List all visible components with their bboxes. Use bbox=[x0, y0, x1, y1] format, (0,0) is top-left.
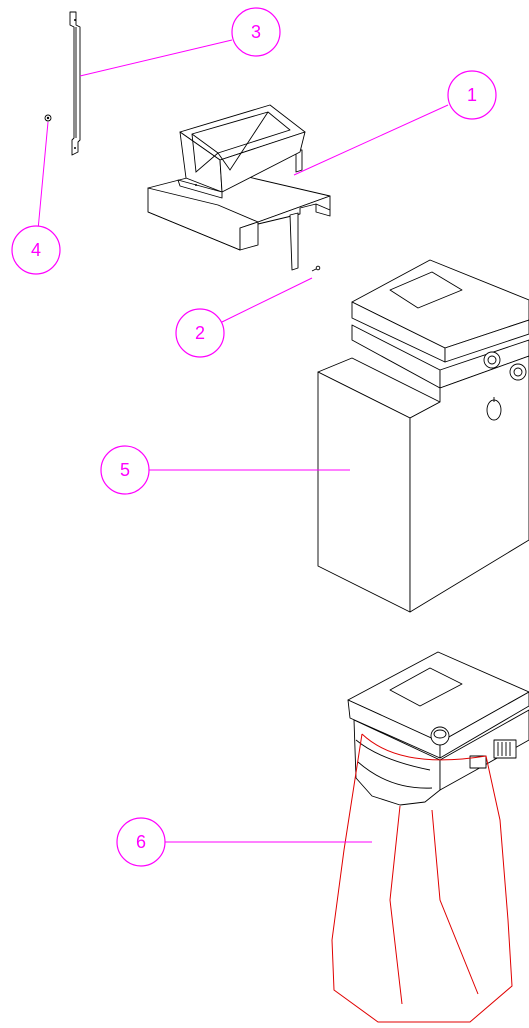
part-3-bracket-strip bbox=[69, 11, 81, 156]
callout-4-label: 4 bbox=[31, 240, 41, 260]
callout-2: 2 bbox=[175, 308, 225, 358]
callout-5-label: 5 bbox=[120, 460, 130, 480]
callout-3-label: 3 bbox=[251, 22, 261, 42]
part-4-nut bbox=[44, 114, 52, 122]
callout-4: 4 bbox=[11, 225, 61, 275]
leader-line-1 bbox=[293, 104, 449, 176]
callout-3: 3 bbox=[231, 7, 281, 57]
callout-5: 5 bbox=[100, 445, 150, 495]
part-1-hopper-assembly bbox=[147, 104, 331, 271]
leader-line-3 bbox=[79, 39, 233, 77]
leader-line-2 bbox=[221, 277, 313, 323]
callout-2-label: 2 bbox=[195, 323, 205, 343]
part-6-bag-unit bbox=[331, 651, 529, 1023]
part-2-screw bbox=[311, 265, 321, 272]
callout-6-label: 6 bbox=[136, 832, 146, 852]
callout-1-label: 1 bbox=[467, 85, 477, 105]
callout-6: 6 bbox=[116, 817, 166, 867]
part-5-cabinet bbox=[317, 259, 529, 613]
callout-1: 1 bbox=[447, 70, 497, 120]
leader-line-4 bbox=[37, 121, 49, 231]
leader-lines bbox=[37, 39, 449, 843]
